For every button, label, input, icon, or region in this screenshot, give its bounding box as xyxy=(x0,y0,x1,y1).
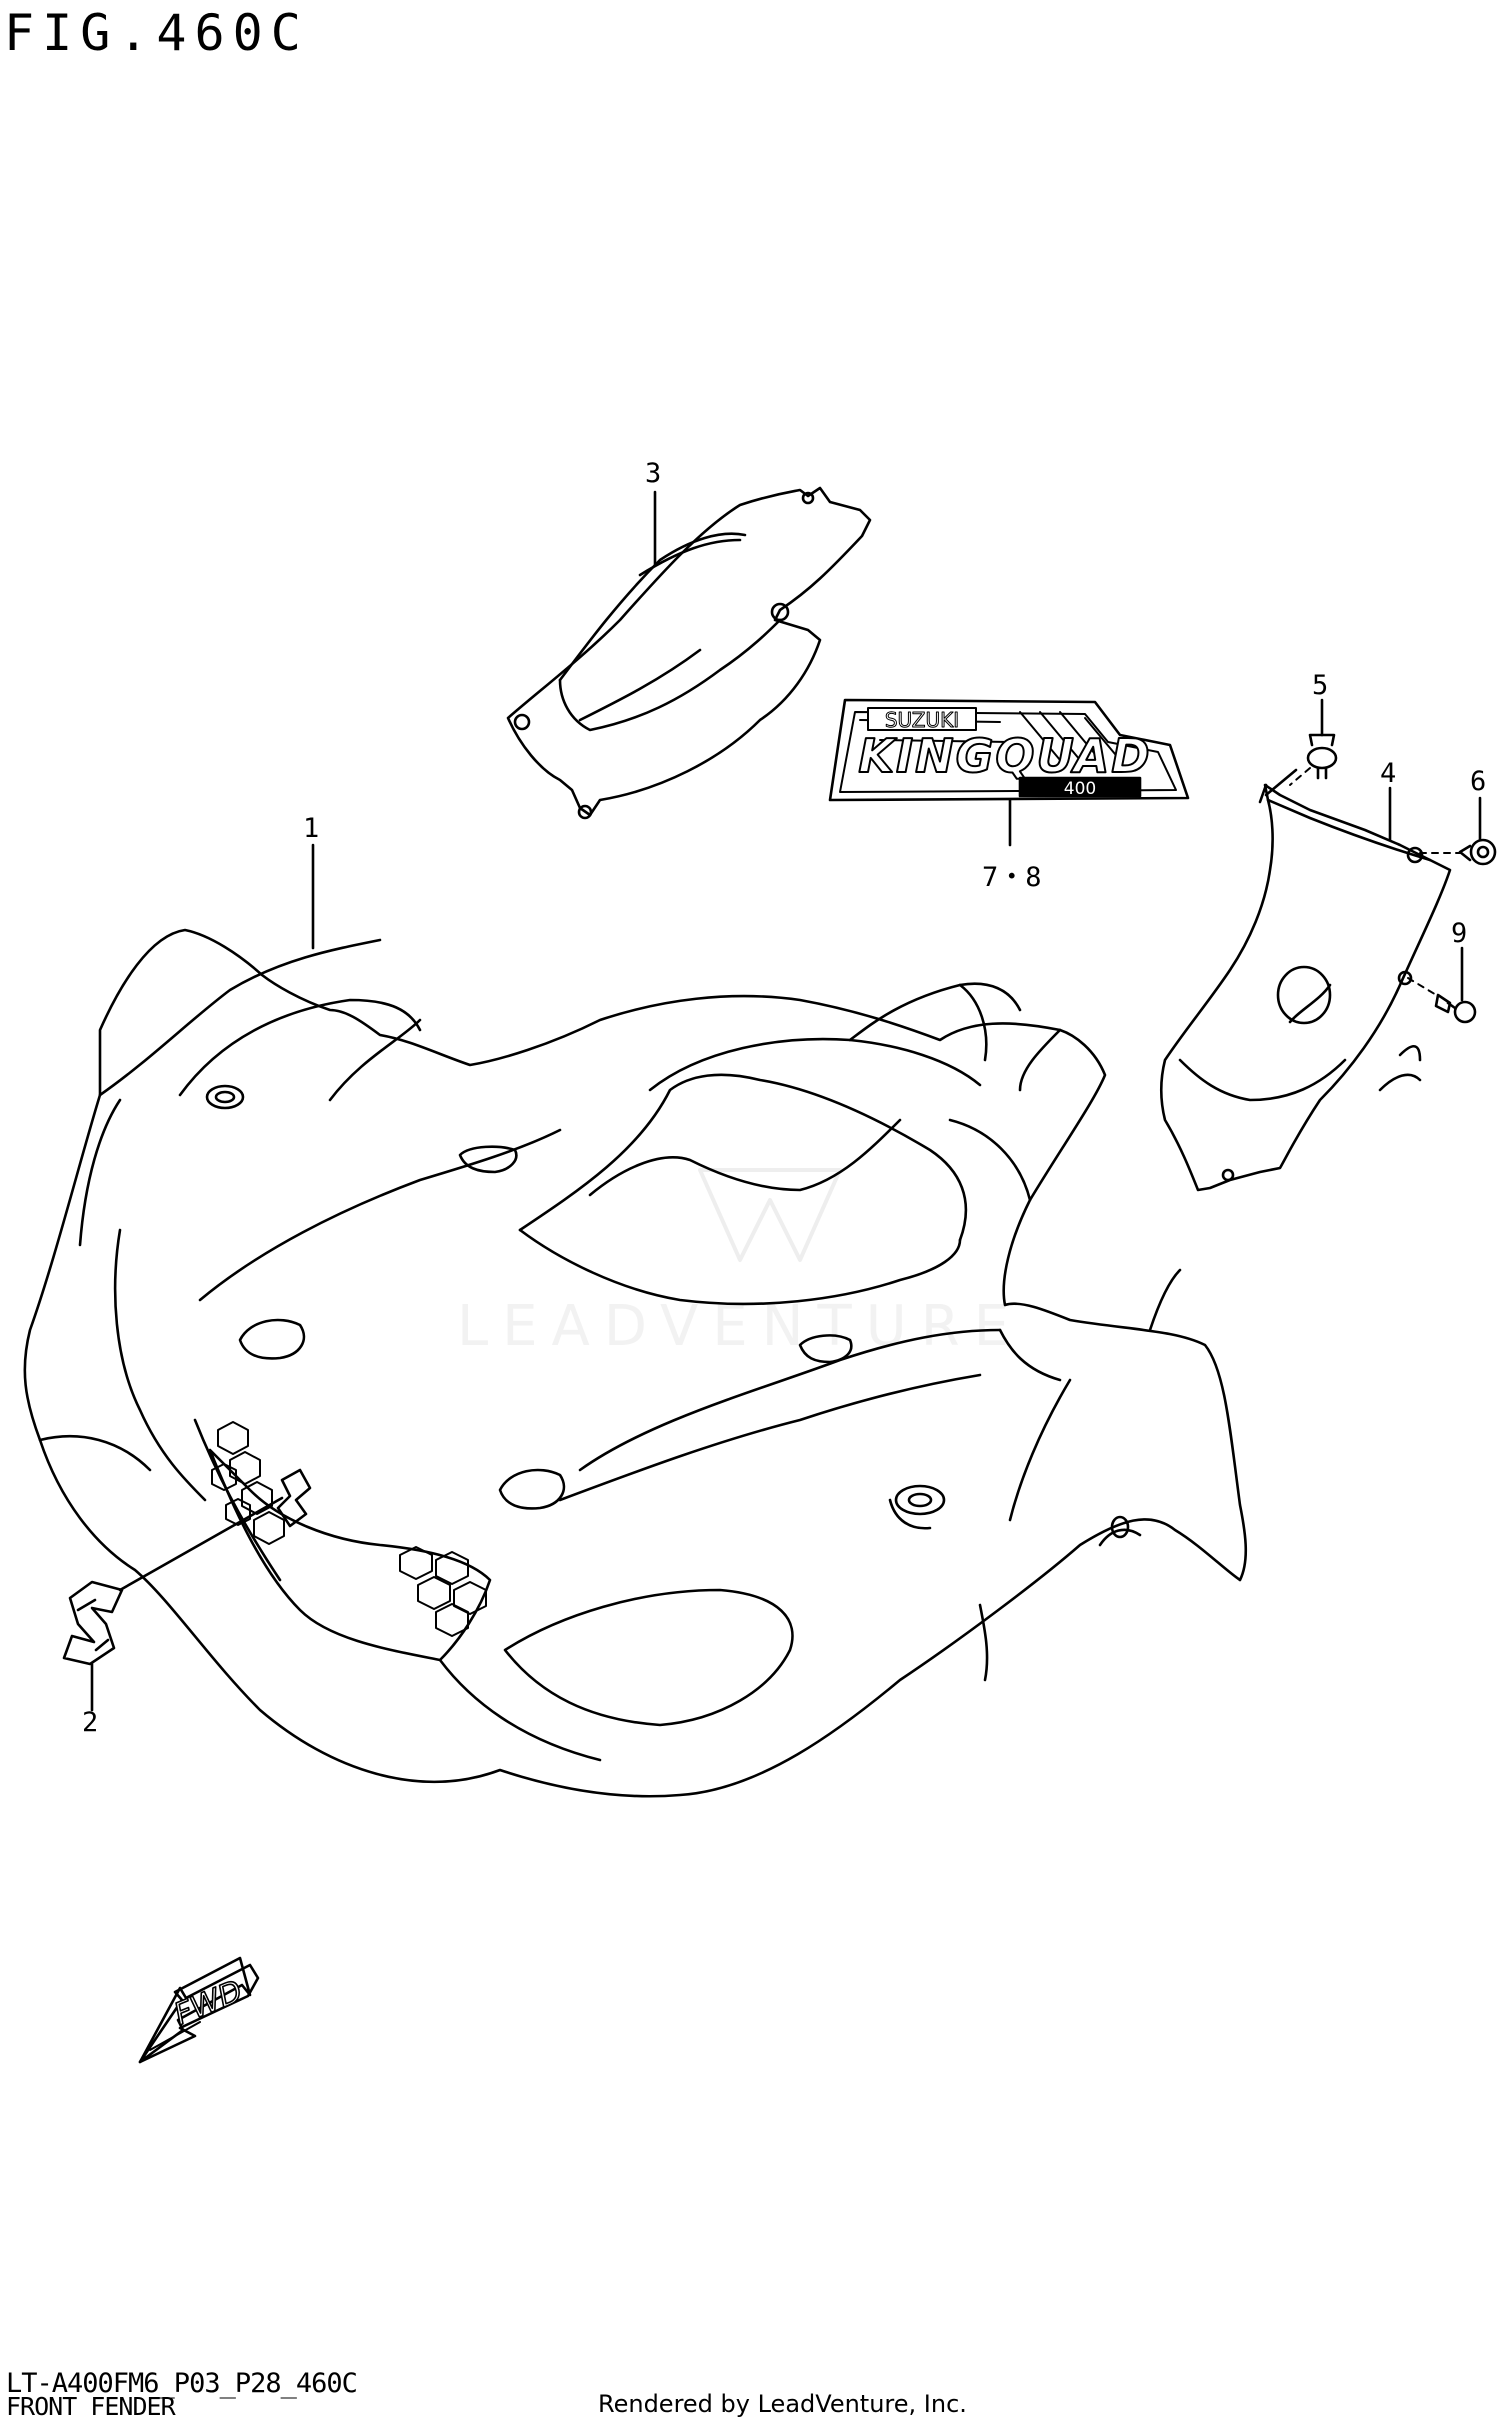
fwd-arrow: FWD xyxy=(138,1956,260,2064)
figure-title: FIG.460C xyxy=(4,4,309,62)
callout-6: 6 xyxy=(1470,766,1487,797)
callout-7-8: 7・8 xyxy=(982,862,1042,893)
callout-3: 3 xyxy=(645,458,662,489)
side-panel-part-4[interactable] xyxy=(1159,768,1452,1192)
model-code: LT-A400FM6_P03_P28_460C xyxy=(6,2368,358,2399)
decal-part-7-8[interactable]: SUZUKI KINGQUAD 400 xyxy=(828,698,1190,802)
leader-line-5b xyxy=(1289,767,1311,786)
decal-sub: 400 xyxy=(1064,779,1096,799)
leader-line-9b xyxy=(1407,977,1439,997)
callout-9: 9 xyxy=(1451,918,1468,949)
credit-text: Rendered by LeadVenture, Inc. xyxy=(598,2390,967,2418)
side-panel-part-3[interactable] xyxy=(506,486,872,820)
decal-model: KINGQUAD xyxy=(858,729,1151,783)
clip-part-5[interactable] xyxy=(1306,733,1338,780)
callout-2: 2 xyxy=(82,1707,99,1738)
screw-part-9[interactable] xyxy=(1434,993,1477,1024)
callout-4: 4 xyxy=(1380,758,1397,789)
section-name: FRONT FENDER xyxy=(6,2392,176,2421)
emblem-on-fender xyxy=(276,1468,312,1528)
callout-1: 1 xyxy=(303,813,320,844)
emblem-part-2[interactable] xyxy=(62,1580,124,1666)
leader-line-2a xyxy=(118,1496,284,1592)
nut-part-6[interactable] xyxy=(1458,838,1497,866)
decal-brand: SUZUKI xyxy=(885,708,959,732)
watermark: LEADVENTURE xyxy=(457,1168,1009,1359)
front-fender-part-1[interactable] xyxy=(23,928,1248,1798)
callout-5: 5 xyxy=(1312,670,1329,701)
